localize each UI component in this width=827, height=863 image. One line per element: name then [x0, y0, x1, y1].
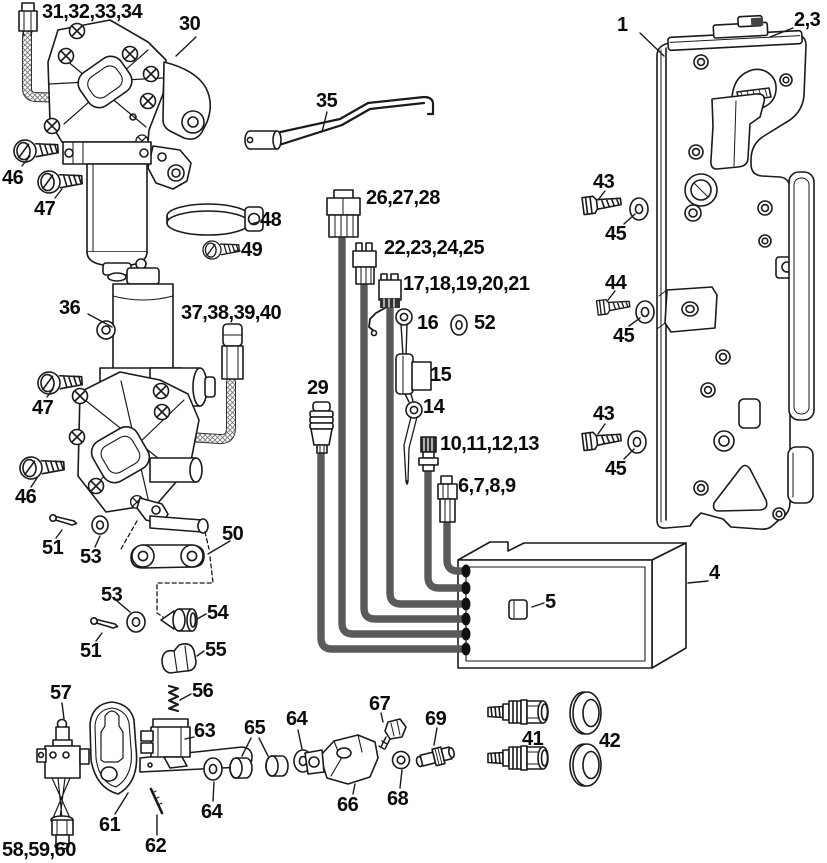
- lower-motor-assembly: [68, 258, 244, 534]
- plunger-54: [160, 608, 198, 632]
- bolt-43-upper: [581, 192, 623, 216]
- leader-lines: [21, 27, 794, 836]
- bushing-65-left: [229, 757, 253, 779]
- bracket-flap: [710, 93, 766, 170]
- pin-62: [149, 787, 164, 815]
- link-rod-35: [244, 95, 435, 150]
- switch-55: [161, 643, 197, 674]
- fitting-69: [415, 746, 455, 768]
- bracket-top-bar: [667, 14, 803, 52]
- assembly-dash-lines: [120, 520, 214, 618]
- spring-56: [167, 684, 180, 713]
- trim-sender-41-upper: [487, 699, 549, 725]
- wire-end-terminals: [461, 564, 471, 656]
- motor-36-lead-wire: [91, 323, 244, 445]
- hose-clamp-48: [166, 203, 264, 236]
- connector-22-23-24-25: [352, 242, 377, 285]
- connector-26-27-28: [326, 189, 361, 238]
- clip-51-upper: [48, 513, 78, 526]
- bracket-side-rail: [788, 171, 815, 421]
- bolt-44: [595, 296, 632, 316]
- motor-30-arm: [147, 61, 212, 190]
- bracket-triangle-cutout: [712, 464, 768, 512]
- connector-6-7-8-9: [437, 475, 458, 523]
- connector-31-32-33-34: [18, 2, 38, 37]
- washer-68: [391, 750, 411, 770]
- anode-block-66: [304, 734, 379, 785]
- washer-52: [450, 314, 468, 336]
- bushing-65-right: [265, 755, 289, 777]
- washer-45-lower: [627, 430, 647, 454]
- bolt-47-upper: [36, 167, 84, 195]
- fuse-holder-15: [395, 353, 432, 395]
- grommet-42-upper: [569, 691, 602, 735]
- connector-10-11-12-13: [418, 436, 439, 472]
- bolt-46-lower: [18, 453, 66, 481]
- trim-sender-41-lower: [487, 745, 549, 771]
- washer-64-left: [203, 757, 223, 781]
- junction-box: [457, 541, 687, 669]
- connector-17-18-19-20-21: [368, 273, 402, 337]
- screw-49: [201, 238, 241, 261]
- solenoid-63: [140, 718, 191, 769]
- grommet-42-lower: [569, 743, 602, 787]
- bolt-43-lower: [581, 428, 623, 452]
- bolt-67: [378, 718, 407, 750]
- motor-30-lead-wire: [18, 2, 103, 104]
- box-terminal-5: [508, 599, 528, 620]
- upper-motor-assembly: [18, 2, 212, 282]
- lead-wire-ring-16: [395, 308, 413, 357]
- connector-29: [309, 401, 334, 454]
- lead-wire-ring-14: [403, 393, 423, 485]
- clip-51-lower: [90, 616, 119, 629]
- link-50: [130, 544, 205, 569]
- harness-wires: [317, 235, 464, 653]
- switch-leads-58-59-60: [50, 777, 74, 850]
- stern-bracket-plate: [656, 14, 815, 530]
- bolt-46-upper: [12, 136, 60, 164]
- connector-37-38-39-40: [221, 323, 244, 380]
- washer-53-upper: [91, 515, 109, 535]
- mount-bracket-61: [89, 701, 138, 795]
- limit-switch-57: [36, 718, 90, 850]
- motor-36-pivot-arm: [136, 497, 209, 534]
- washer-53-lower: [126, 611, 146, 633]
